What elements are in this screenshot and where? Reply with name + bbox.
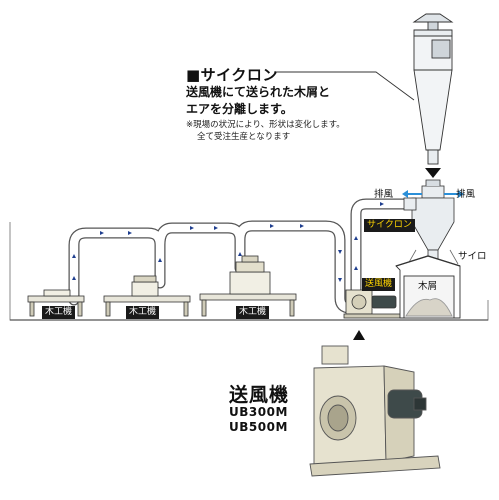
airflow-arrow [300, 224, 304, 228]
airflow-arrow [270, 224, 274, 228]
woodworking-machine-label-2: 木工機 [126, 306, 160, 319]
diagram-blower [343, 289, 401, 319]
woodworking-machine-2 [103, 275, 191, 317]
airflow-arrows [72, 202, 384, 282]
woodworking-machine-3 [199, 255, 297, 317]
cyclone-illustration [412, 13, 454, 178]
airflow-arrow [338, 278, 342, 282]
blower-title: 送風機 [229, 384, 290, 406]
cyclone-tag: サイクロン [364, 219, 415, 232]
airflow-arrow [72, 276, 76, 280]
airflow-arrow [128, 231, 132, 235]
airflow-arrow [238, 252, 242, 256]
woodworking-machine-1 [27, 289, 85, 317]
exhaust-arrows [402, 190, 464, 198]
silo-label: サイロ [458, 251, 487, 262]
cyclone-heading: ■サイクロン [186, 66, 278, 84]
exhaust-label-left: 排風 [374, 189, 394, 200]
blower-tag: 送風機 [362, 278, 396, 291]
blower-model-1: UB300M [229, 405, 288, 419]
blower-model-2: UB500M [229, 420, 288, 434]
airflow-arrow [354, 236, 358, 240]
airflow-arrow [214, 226, 218, 230]
airflow-arrow [354, 266, 358, 270]
woodworking-machine-label-1: 木工機 [42, 306, 76, 319]
silo [395, 255, 461, 319]
airflow-arrow [190, 226, 194, 230]
woodworking-machine-label-3: 木工機 [236, 306, 270, 319]
exhaust-label-right: 排風 [456, 189, 476, 200]
cyclone-description-line-1: 送風機にて送られた木屑と [186, 85, 331, 99]
cyclone-note-line-2: 全て受注生産となります [197, 132, 291, 142]
airflow-arrow [100, 231, 104, 235]
cyclone-description-line-2: エアを分離します。 [186, 102, 293, 116]
airflow-arrow [338, 250, 342, 254]
duct-to-cyclone-inner [351, 199, 409, 301]
cyclone-description: 送風機にて送られた木屑と エアを分離します。 [186, 84, 330, 118]
duct-system [68, 198, 410, 314]
blower-pointer [353, 330, 365, 340]
duct-main-inner [69, 221, 357, 313]
wood-chips-label: 木屑 [418, 281, 438, 292]
airflow-arrow [380, 202, 384, 206]
cyclone-note: ※現場の状況により、形状は変化します。 全て受注生産となります [186, 119, 345, 143]
blower-illustration [309, 345, 441, 477]
airflow-arrow [158, 258, 162, 262]
leader-line [274, 71, 415, 101]
airflow-arrow [72, 254, 76, 258]
cyclone-note-line-1: ※現場の状況により、形状は変化します。 [186, 120, 345, 130]
